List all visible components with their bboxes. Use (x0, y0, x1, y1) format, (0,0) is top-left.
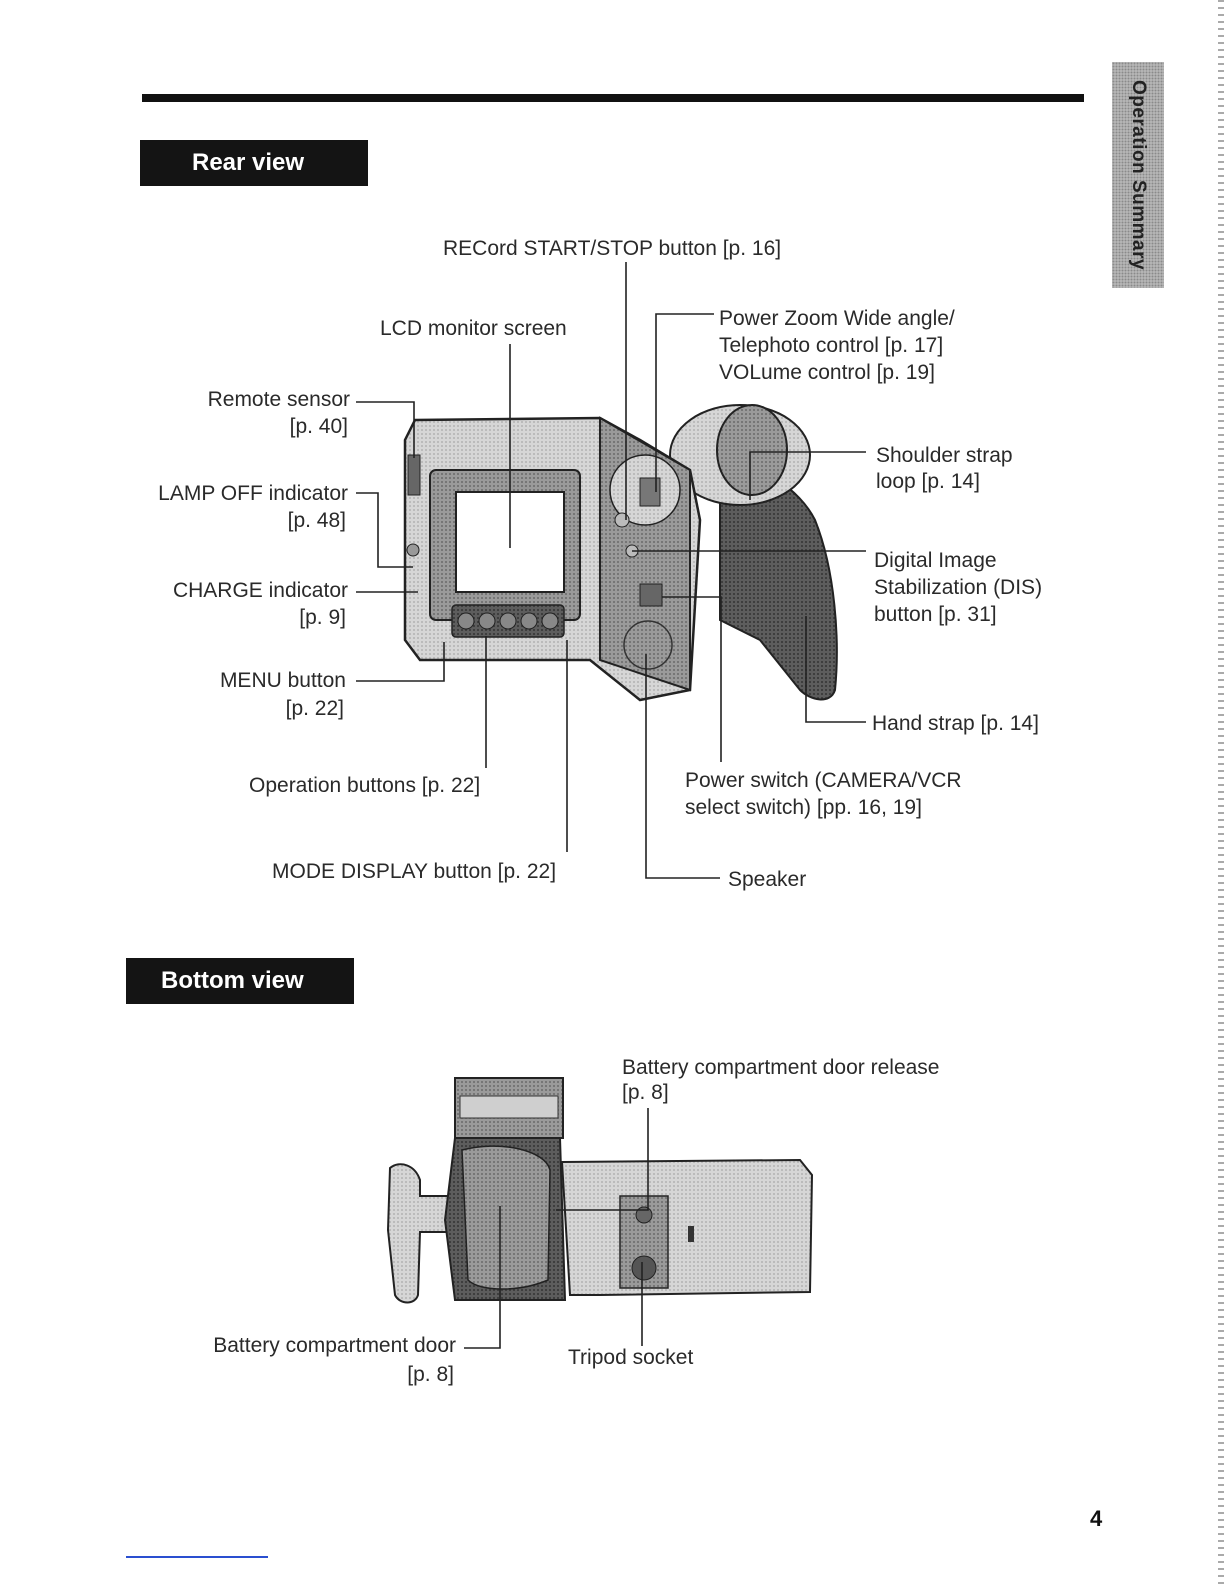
section-side-tab: Operation Summary (1112, 62, 1164, 288)
label-battery-compartment-door: Battery compartment door (213, 1334, 456, 1357)
label-menu-button: MENU button (219, 669, 346, 692)
label-lcd-monitor-screen: LCD monitor screen (380, 317, 567, 340)
label-charge-page: [p. 9] (299, 606, 346, 629)
label-volume-control: VOLume control [p. 19] (719, 361, 935, 384)
label-remote-sensor: Remote sensor (207, 388, 350, 411)
label-shoulder-strap: Shoulder strap (876, 444, 1013, 467)
label-battery-door-release-page: [p. 8] (622, 1081, 669, 1104)
label-operation-buttons: Operation buttons [p. 22] (249, 774, 481, 797)
bottom-view-heading: Bottom view (126, 958, 354, 1004)
label-dis-line3: button [p. 31] (874, 603, 997, 626)
label-speaker: Speaker (728, 868, 807, 891)
label-lamp-off-indicator: LAMP OFF indicator (158, 482, 348, 505)
label-shoulder-strap-page: loop [p. 14] (876, 470, 980, 493)
label-remote-sensor-page: [p. 40] (289, 415, 348, 438)
label-power-switch-line2: select switch) [pp. 16, 19] (685, 796, 922, 819)
label-battery-compartment-door-page: [p. 8] (407, 1363, 454, 1386)
label-menu-button-page: [p. 22] (285, 697, 344, 720)
label-battery-door-release: Battery compartment door release (622, 1056, 940, 1079)
rear-view-heading: Rear view (140, 140, 368, 186)
label-mode-display-button: MODE DISPLAY button [p. 22] (272, 860, 557, 883)
page-edge-scan-marks (1218, 0, 1224, 1584)
label-charge-indicator: CHARGE indicator (172, 579, 348, 602)
label-tripod-socket: Tripod socket (568, 1346, 694, 1369)
top-rule (142, 94, 1084, 102)
label-hand-strap: Hand strap [p. 14] (872, 712, 1039, 735)
label-dis-line2: Stabilization (DIS) (874, 576, 1043, 599)
footer-rule (126, 1556, 268, 1558)
label-record-start-stop: RECord START/STOP button [p. 16] (443, 237, 782, 260)
label-power-zoom-line2: Telephoto control [p. 17] (719, 334, 944, 357)
label-power-switch-line1: Power switch (CAMERA/VCR (685, 769, 962, 792)
label-dis-line1: Digital Image (874, 549, 997, 572)
label-power-zoom-line1: Power Zoom Wide angle/ (719, 307, 955, 330)
label-lamp-off-page: [p. 48] (287, 509, 346, 532)
page-number: 4 (1090, 1506, 1103, 1531)
